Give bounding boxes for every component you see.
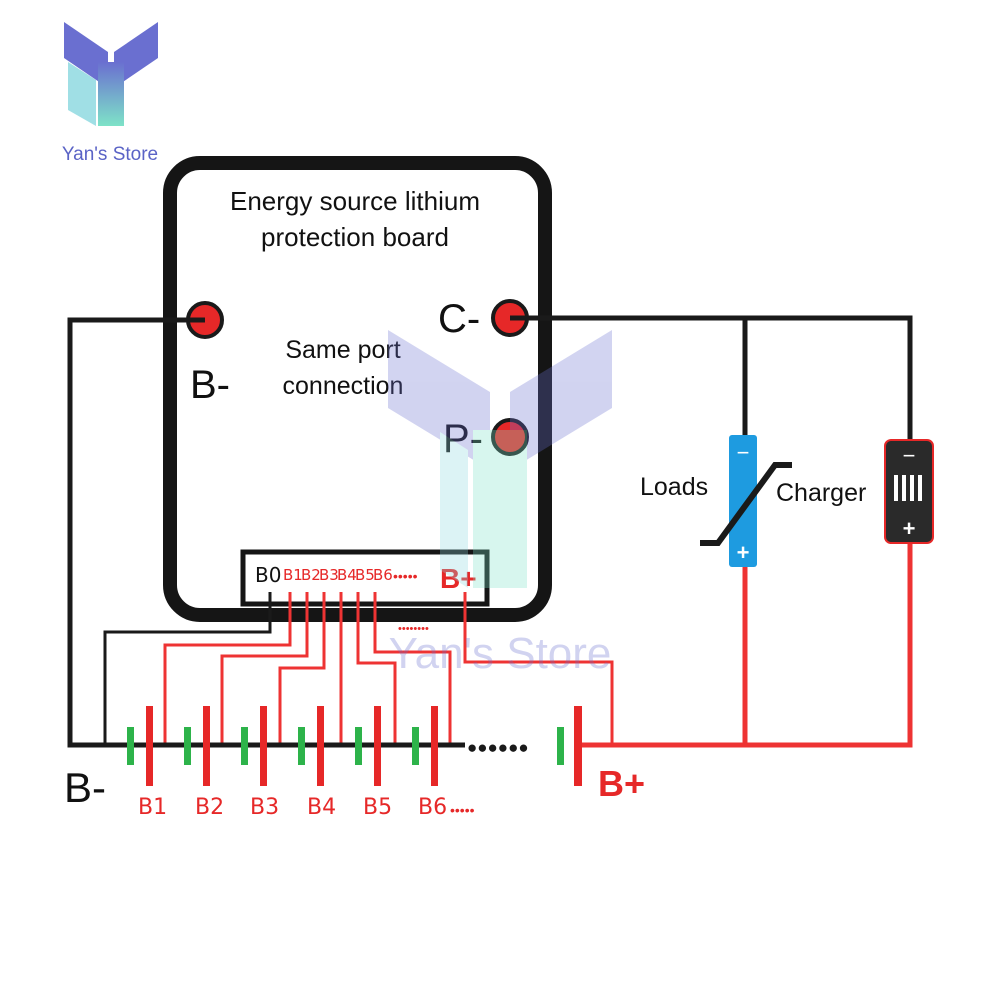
watermark-text: Yan's Store [389,629,612,678]
charger-body [884,439,934,544]
charger-label: Charger [776,479,866,507]
loads-body [729,435,757,567]
cell-b1 [127,706,153,786]
balance-connector [240,549,490,607]
pin-more: ••••• [393,568,418,584]
pin-b2: B2 [301,566,321,584]
p-minus-port-label: P- [443,417,483,461]
cell-last [557,706,582,786]
b6-sense-wire [373,592,452,745]
cell-b6 [412,706,438,786]
cell-label-b2: B2 [195,795,224,820]
charger-device: − + Charger [776,439,934,544]
cell-label-b6: B6 [418,795,447,820]
b1-sense-wire [163,592,292,745]
pin-b3: B3 [319,566,339,584]
cell-label-b1: B1 [138,795,167,820]
loads-plus-sign: + [737,540,750,565]
negative-wiring [67,315,913,748]
stylized-y-logo-icon [64,22,158,126]
pin-b6: B6 [373,566,393,584]
cell-label-b4: B4 [307,795,336,820]
cell-b3 [241,706,267,786]
variable-load-slash [700,462,792,546]
cell-label-b3: B3 [250,795,279,820]
board-title-line2: protection board [261,222,449,252]
c-minus-port-label: C- [438,297,480,341]
p-minus-terminal [491,418,529,456]
b0-sense-wire [103,592,272,745]
battery-b-plus-label: B+ [598,763,645,804]
cell-b4 [298,706,324,786]
board-title-line1: Energy source lithium [230,186,480,216]
battery-b-minus-label: B- [64,764,106,811]
pin-b4: B4 [337,566,357,584]
cell-label-more: ••••• [450,802,475,818]
pin-b1: B1 [283,566,303,584]
charger-minus-sign: − [903,443,916,468]
b2-sense-wire [220,592,309,745]
charger-plus-sign: + [903,516,916,541]
pin-b5: B5 [355,566,375,584]
battery-string: ●●●●●● B- B+ B1 B2 B3 B4 B5 B6 ••••• [64,706,645,820]
b-plus-main-wire [582,542,913,748]
cell-b2 [184,706,210,786]
balance-sense-wires [163,592,614,745]
b5-sense-wire [356,592,397,745]
same-port-note-line2: connection [283,372,404,400]
charger-vent-icon [894,475,922,501]
b3-sense-wire [278,592,326,745]
sense-wire-more: •••••••• [398,623,429,635]
watermark: Yan's Store [388,330,612,678]
loads-device: − + Loads [640,435,792,567]
loads-label: Loads [640,473,708,501]
brand-name: Yan's Store [62,144,158,165]
series-more-dots: ●●●●●● [467,738,529,757]
same-port-note-line1: Same port [285,336,400,364]
pin-b-plus: B+ [440,563,477,594]
loads-minus-sign: − [737,440,750,465]
watermark-logo-icon [388,330,612,588]
protection-board: Energy source lithium protection board S… [163,156,552,622]
brand-logo: Yan's Store [62,22,158,165]
b-plus-sense-wire [463,592,614,745]
pin-b0: B0 [255,563,281,587]
cell-label-b5: B5 [363,795,392,820]
c-minus-bus-wire [510,315,913,440]
cell-b5 [355,706,381,786]
b-minus-main-wire [67,317,205,748]
b-minus-port-label: B- [190,363,230,407]
positive-wiring [582,542,913,748]
